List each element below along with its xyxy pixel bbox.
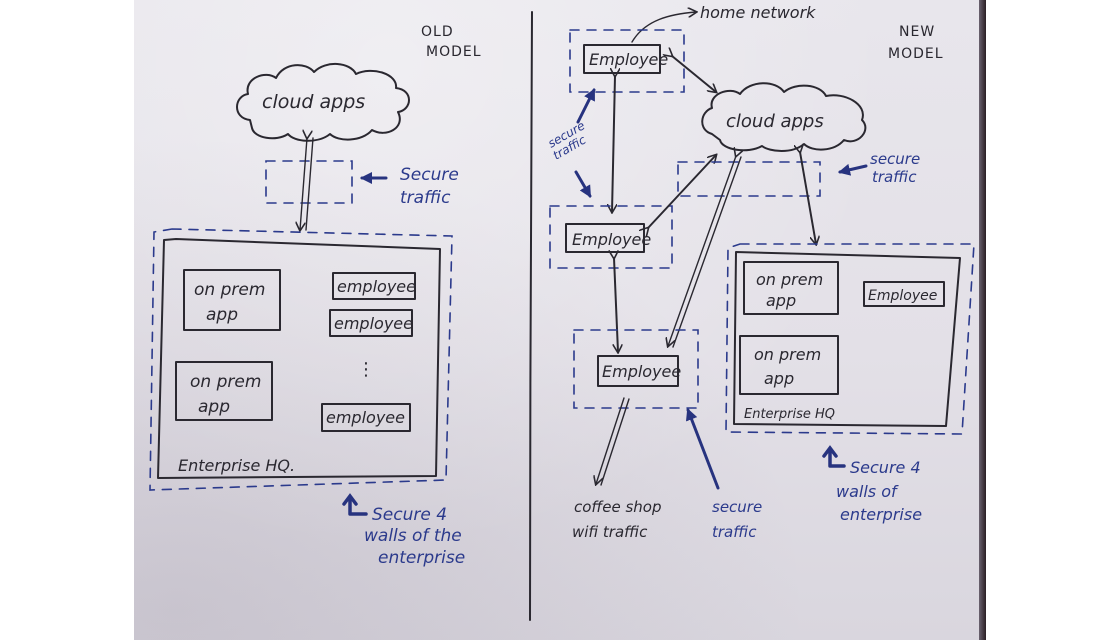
old-employee-3: employee bbox=[321, 403, 411, 432]
new-employee-home: Employee bbox=[583, 44, 668, 74]
svg-text:app: app bbox=[198, 397, 230, 417]
old-walls-note-2: walls of the bbox=[364, 526, 462, 546]
new-cloud-shape bbox=[701, 82, 867, 152]
svg-text:Employee: Employee bbox=[602, 362, 681, 381]
new-model-title-line1: NEW bbox=[899, 24, 935, 40]
svg-text:employee: employee bbox=[337, 277, 416, 296]
right-secure-traffic-label-1: secure bbox=[870, 150, 920, 168]
svg-text:app: app bbox=[206, 305, 238, 325]
bottom-secure-traffic-label-1: secure bbox=[712, 498, 762, 516]
svg-text:Employee: Employee bbox=[572, 230, 651, 249]
svg-text:on prem: on prem bbox=[756, 270, 823, 289]
old-enterprise-secure-walls bbox=[149, 228, 453, 491]
old-model: OLD MODEL cloud apps Secure traffic on p… bbox=[149, 24, 482, 568]
coffee-shop-label-2: wifi traffic bbox=[572, 523, 648, 541]
old-employee-2: employee bbox=[329, 309, 413, 337]
cloud-secure-traffic-box bbox=[677, 161, 821, 197]
new-walls-note-2: walls of bbox=[836, 482, 899, 501]
divider-line bbox=[529, 11, 533, 621]
old-model-title-line1: OLD bbox=[421, 24, 454, 40]
new-employee-coffee-shop: Employee bbox=[597, 355, 681, 387]
bottom-secure-traffic-label-2: traffic bbox=[712, 523, 757, 541]
old-enterprise-hq-box bbox=[157, 238, 441, 479]
coffee-shop-label-1: coffee shop bbox=[574, 498, 662, 516]
old-employee-1: employee bbox=[332, 272, 416, 300]
old-walls-note-3: enterprise bbox=[378, 548, 465, 568]
old-enterprise-label: Enterprise HQ. bbox=[178, 456, 295, 475]
old-walls-arrow bbox=[342, 493, 368, 516]
svg-text:employee: employee bbox=[334, 314, 413, 333]
new-on-prem-app-1: on prem app bbox=[743, 261, 839, 315]
old-on-prem-app-1: on prem app bbox=[183, 269, 281, 331]
old-secure-traffic-label-2: traffic bbox=[400, 188, 451, 208]
new-on-prem-app-2: on prem app bbox=[739, 335, 839, 395]
svg-text:on prem: on prem bbox=[754, 345, 821, 364]
svg-text:app: app bbox=[766, 291, 796, 310]
coffee-employee-secure-box bbox=[573, 329, 699, 409]
new-walls-note-1: Secure 4 bbox=[850, 458, 921, 477]
new-enterprise-secure-walls bbox=[725, 243, 975, 435]
new-enterprise-label: Enterprise HQ bbox=[744, 407, 835, 422]
new-model: NEW MODEL home network Employee cloud ap… bbox=[546, 3, 975, 541]
new-cloud-label: cloud apps bbox=[726, 111, 824, 132]
old-on-prem-app-2: on prem app bbox=[175, 361, 273, 421]
old-employee-ellipsis: ⋮ bbox=[357, 359, 375, 380]
old-model-title-line2: MODEL bbox=[426, 44, 482, 60]
right-secure-traffic-label-2: traffic bbox=[872, 168, 917, 186]
old-walls-note-1: Secure 4 bbox=[372, 505, 447, 525]
svg-text:Employee: Employee bbox=[589, 50, 668, 69]
new-enterprise-hq-box bbox=[733, 251, 961, 427]
new-model-title-line2: MODEL bbox=[888, 46, 944, 62]
home-network-label: home network bbox=[700, 3, 816, 22]
new-walls-arrow bbox=[822, 445, 846, 468]
svg-text:employee: employee bbox=[326, 408, 405, 427]
old-secure-traffic-label-1: Secure bbox=[400, 165, 459, 185]
new-walls-note-3: enterprise bbox=[840, 505, 922, 524]
notebook-photo bbox=[134, 0, 986, 640]
svg-text:Employee: Employee bbox=[868, 288, 937, 304]
svg-text:on prem: on prem bbox=[190, 372, 261, 392]
svg-text:on prem: on prem bbox=[194, 280, 265, 300]
new-employee-middle: Employee bbox=[565, 223, 651, 253]
old-cloud-label: cloud apps bbox=[262, 91, 365, 113]
new-employee-hq: Employee bbox=[863, 281, 945, 307]
svg-text:app: app bbox=[764, 369, 794, 388]
